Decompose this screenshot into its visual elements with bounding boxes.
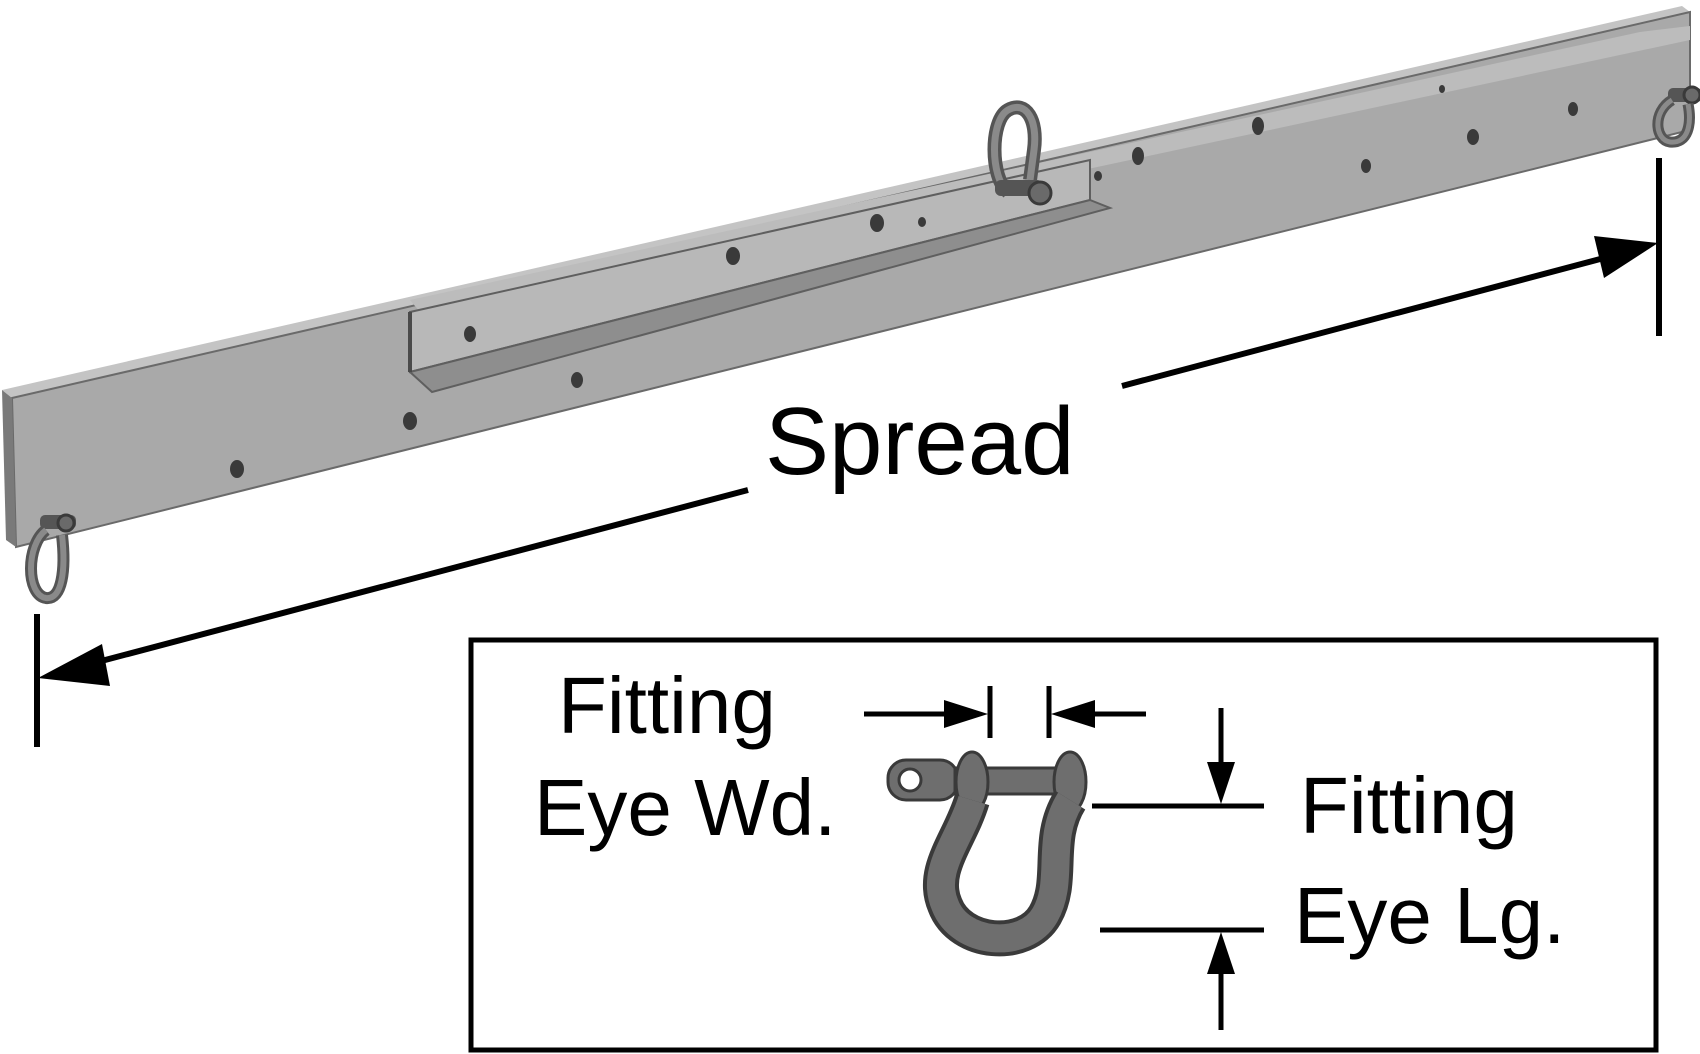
center-shackle-icon [987,100,1053,206]
angle-channel [407,158,1114,394]
spread-dimension [34,158,1662,747]
spread-dimension-line-right [1121,255,1605,389]
hole [1467,129,1479,145]
spread-arrowhead-right [1594,236,1658,278]
hole [726,247,740,265]
spreader-beam [2,6,1700,604]
eye-length-label-line2: Eye Lg. [1294,871,1565,960]
eye-length-arrowhead-top [1207,762,1235,804]
eye-width-label-line2: Eye Wd. [534,763,836,852]
eye-width-dimension [864,686,1146,738]
left-end-shackle-icon [25,513,76,604]
eye-length-dimension [1092,708,1264,1030]
hole [230,460,244,478]
hole [1439,85,1445,93]
spread-arrowhead-left [38,644,110,686]
eye-width-arrowhead-right [1051,700,1095,728]
hole [1094,171,1102,181]
detail-shackle-icon [886,750,1088,957]
hole [1568,102,1578,116]
hole [1361,159,1371,173]
beam-holes [230,85,1578,478]
right-end-shackle-icon [1652,85,1700,148]
hole [403,412,417,430]
eye-width-label-line1: Fitting [558,661,776,750]
hole [1252,117,1264,135]
hole [464,326,476,342]
spread-dimension-line-left [89,487,749,667]
hole [918,217,926,227]
eye-width-arrowhead-left [944,700,988,728]
beam-end-left [2,390,16,547]
eye-length-arrowhead-bottom [1207,932,1235,974]
hole [571,372,583,388]
spread-label: Spread [765,388,1075,495]
eye-length-label-line1: Fitting [1300,761,1518,850]
hole [1132,147,1144,165]
hole [870,214,884,232]
